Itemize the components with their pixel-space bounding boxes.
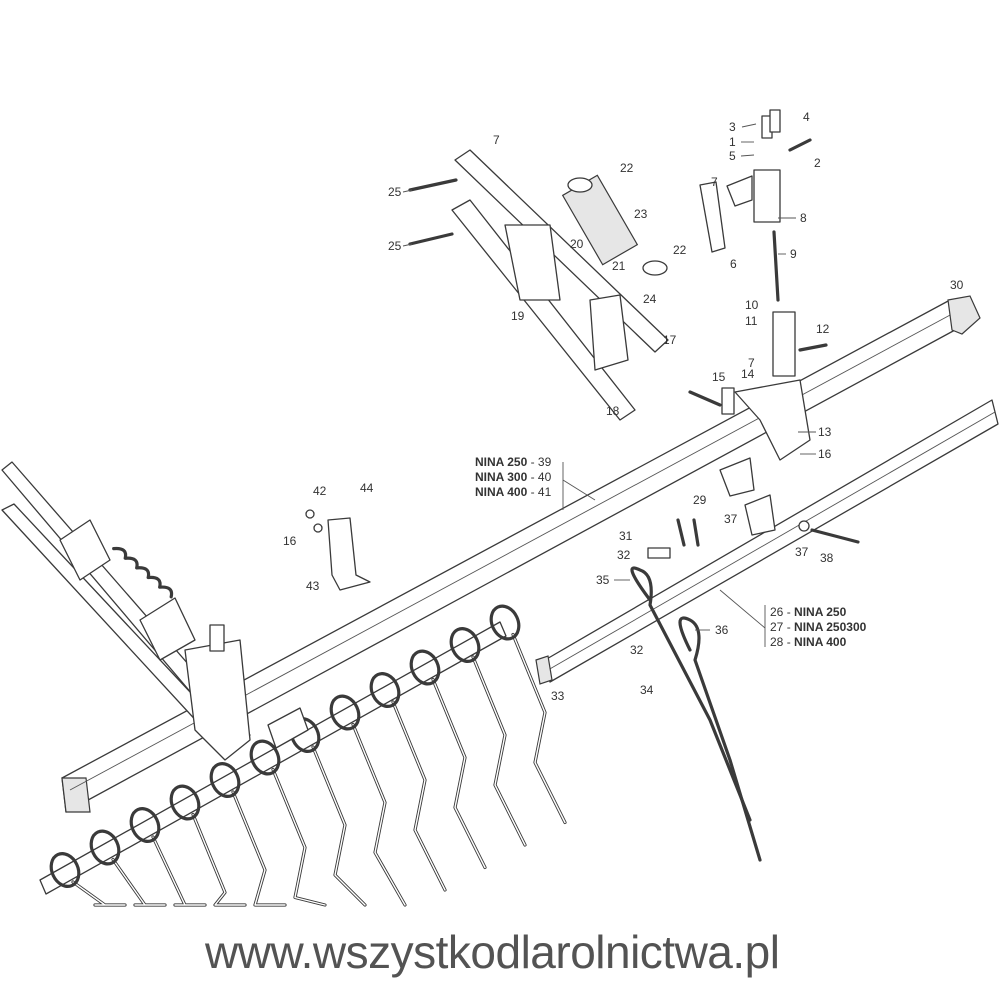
small-parts — [267, 457, 860, 862]
callout-22: 22 — [620, 161, 634, 175]
leader-lines — [402, 123, 816, 647]
spring-tine — [209, 762, 287, 907]
tine-bar — [39, 621, 507, 895]
callout-7: 7 — [711, 175, 718, 189]
callout-7: 7 — [493, 133, 500, 147]
callout-2: 2 — [814, 156, 821, 170]
hitch-bracket-assembly — [688, 109, 828, 461]
callout-37: 37 — [724, 512, 738, 526]
callout-23: 23 — [634, 207, 648, 221]
callout-12: 12 — [816, 322, 830, 336]
callout-21: 21 — [612, 259, 626, 273]
callout-44: 44 — [360, 481, 374, 495]
callout-17: 17 — [663, 333, 677, 347]
variant-table-26-28: 26 - NINA 250 27 - NINA 250300 28 - NINA… — [770, 605, 867, 649]
variant-table-39-41: NINA 250 - 39 NINA 300 - 40 NINA 400 - 4… — [475, 455, 552, 499]
callout-8: 8 — [800, 211, 807, 225]
end-cap-33 — [535, 655, 553, 685]
spring-tine — [49, 852, 127, 907]
spring-tine — [129, 807, 207, 907]
callout-3: 3 — [729, 120, 736, 134]
callout-29: 29 — [693, 493, 707, 507]
variant-row: NINA 400 - 41 — [475, 485, 552, 499]
callout-11: 11 — [745, 314, 758, 328]
callout-4: 4 — [803, 110, 810, 124]
callout-38: 38 — [820, 551, 834, 565]
callout-9: 9 — [790, 247, 797, 261]
callout-34: 34 — [640, 683, 654, 697]
callout-6: 6 — [730, 257, 737, 271]
callout-15: 15 — [712, 370, 726, 384]
spring-tine — [89, 829, 167, 907]
variant-row: 27 - NINA 250300 — [770, 620, 867, 634]
spring-tine — [489, 604, 567, 825]
spring-tine — [329, 694, 407, 907]
callout-43: 43 — [306, 579, 320, 593]
callout-33: 33 — [551, 689, 565, 703]
callout-42: 42 — [313, 484, 327, 498]
variant-row: 28 - NINA 400 — [770, 635, 847, 649]
left-frame — [1, 461, 251, 761]
callout-13: 13 — [818, 425, 832, 439]
end-cap — [947, 295, 981, 335]
spring-tine — [169, 784, 247, 907]
variant-row: NINA 300 - 40 — [475, 470, 552, 484]
spring-tine — [249, 739, 327, 907]
spring-tine — [449, 627, 527, 847]
callout-25: 25 — [388, 239, 402, 253]
callout-19: 19 — [511, 309, 525, 323]
variant-row: 26 - NINA 250 — [770, 605, 847, 619]
callout-25: 25 — [388, 185, 402, 199]
callout-14: 14 — [741, 367, 755, 381]
spring-tine — [369, 672, 447, 892]
callout-22: 22 — [673, 243, 687, 257]
arm-assembly — [408, 149, 669, 421]
callout-31: 31 — [619, 529, 633, 543]
variant-row: NINA 250 - 39 — [475, 455, 552, 469]
callout-36: 36 — [715, 623, 729, 637]
callout-24: 24 — [643, 292, 657, 306]
callout-32: 32 — [617, 548, 631, 562]
watermark: www.wszystkodlarolnictwa.pl — [204, 926, 779, 978]
spring-tines — [39, 604, 567, 907]
rear-beam — [535, 399, 999, 685]
callout-16: 16 — [818, 447, 832, 461]
callout-7: 7 — [748, 356, 755, 370]
callout-16: 16 — [283, 534, 297, 548]
callout-10: 10 — [745, 298, 759, 312]
callout-5: 5 — [729, 149, 736, 163]
callout-32: 32 — [630, 643, 644, 657]
callout-35: 35 — [596, 573, 610, 587]
callout-30: 30 — [950, 278, 964, 292]
callout-18: 18 — [606, 404, 620, 418]
spring-tine — [409, 649, 487, 870]
callout-20: 20 — [570, 237, 584, 251]
callout-labels: 3 4 1 5 2 7 8 9 6 10 11 12 7 15 14 13 16… — [283, 110, 964, 703]
callout-37: 37 — [795, 545, 809, 559]
callout-1: 1 — [729, 135, 736, 149]
